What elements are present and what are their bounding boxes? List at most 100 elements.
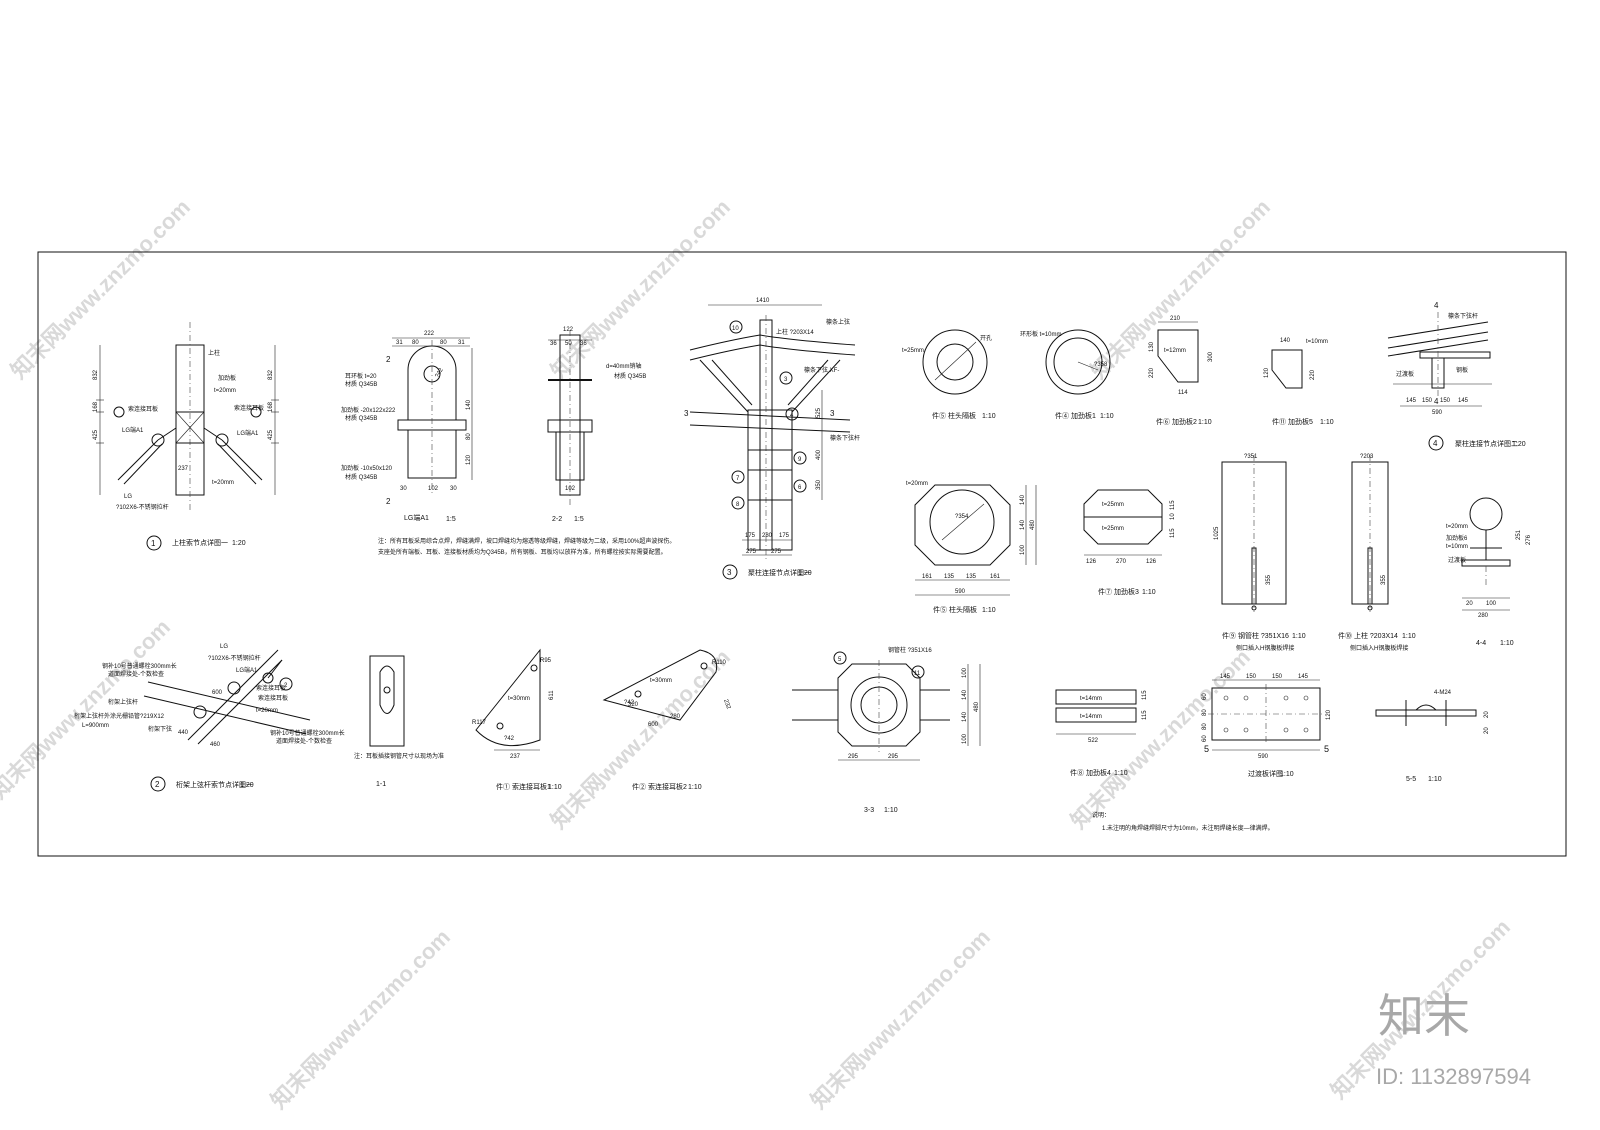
dim-label: 280	[670, 714, 681, 720]
detail-scale: 1:10	[1428, 776, 1442, 783]
note-text: 注：耳板插接钢管尺寸以现场为准	[354, 752, 444, 760]
dim-label: 135	[944, 574, 955, 580]
dim-label: 20	[1484, 711, 1490, 718]
callout: d=40mm销轴	[606, 362, 642, 370]
callout: 开孔	[980, 334, 992, 342]
section-5-5: 4-M24 20 20 5-5 1:10	[1375, 690, 1490, 783]
callout: t=14mm	[1080, 696, 1102, 702]
dim-label: 115	[1142, 710, 1148, 720]
dim-label: ?42	[435, 367, 446, 379]
dim-label: 120	[1264, 367, 1270, 378]
part-6-stiffener: 210 t=12mm 130 220 300 114 件⑥ 加劲板2 1:10	[1149, 316, 1214, 426]
svg-text:4: 4	[1434, 397, 1439, 406]
callout: 索连接耳板	[258, 694, 288, 702]
dim-label: 140	[1280, 338, 1291, 344]
dim-label: 145	[1298, 674, 1309, 680]
callout: 耳环板 t=20	[345, 372, 377, 380]
dim-label: 590	[1432, 410, 1443, 416]
marker-label: 10	[732, 326, 739, 332]
callout: 檩条下弦杆	[830, 434, 860, 442]
dim-label: 102	[565, 486, 576, 492]
dim-label: 280	[762, 533, 773, 539]
part-scale: 1:10	[982, 413, 996, 420]
brand-logo-text: 知末	[1378, 990, 1470, 1042]
part-scale: 1:10	[1114, 770, 1128, 777]
section-1-1: 注：耳板插接钢管尺寸以现场为准 1-1	[354, 655, 444, 788]
callout: 檩条下弦 XF-	[804, 366, 839, 374]
dim-label: 275	[771, 549, 782, 555]
watermark-text: 知末网www.znzmo.com	[546, 644, 735, 833]
dim-label: 80	[1202, 723, 1208, 730]
callout: 加劲板6	[1446, 534, 1468, 542]
dim-label: ?351	[1244, 454, 1258, 460]
dim-label: 20	[1484, 727, 1490, 734]
brand-watermark: 知末 ID: 1132897594	[1376, 990, 1531, 1089]
dim-label: 600	[648, 722, 659, 728]
dim-label: 140	[1020, 494, 1026, 505]
marker-label: 7	[736, 476, 740, 482]
dim-label: 590	[955, 589, 966, 595]
detail-scale: 1:20	[798, 570, 812, 577]
callout: LG	[124, 494, 132, 500]
callout: 过渡板	[1396, 370, 1414, 378]
dim-label: 36	[550, 341, 557, 347]
dim-label: 220	[1149, 367, 1155, 378]
part-scale: 1:10	[1100, 413, 1114, 420]
section-2-2: 122 36 50 36 102 d=40mm销轴 材质 Q345B 2-2 1…	[547, 327, 646, 523]
detail-title: 过渡板详图	[1248, 769, 1283, 778]
dim-label: 1025	[1214, 526, 1220, 540]
transition-plate-detail: 145 150 150 145 590 60 80 80 60 120 5 5 …	[1202, 674, 1332, 778]
part-7-stiffener: t=25mm t=25mm 126 270 126 115 10 115 件⑦ …	[1083, 489, 1176, 596]
callout: 材质 Q345B	[345, 414, 377, 422]
dim-label: 150	[1440, 398, 1451, 404]
dim-label: 135	[966, 574, 977, 580]
dim-label: 115	[1170, 500, 1176, 510]
dim-label: 270	[1116, 559, 1127, 565]
section-4-4: t=20mm 加劲板6 t=10mm 过渡板 251 276 20 100 28…	[1446, 497, 1532, 647]
dim-label: 425	[268, 429, 274, 440]
drawing-frame	[37, 251, 1567, 857]
dim-label: 36	[580, 341, 587, 347]
part-title: 件④ 加劲板1	[1055, 411, 1096, 420]
detail-scale: 1:10	[1280, 771, 1294, 778]
part-title: 件② 索连接耳板2	[632, 782, 687, 791]
part-title: 件⑧ 加劲板4	[1070, 768, 1111, 777]
detail-lg-end-a1: 222 31 80 80 31 140 80 120 ?42 102 30 30…	[341, 331, 675, 556]
section-mark: 5	[1204, 744, 1209, 754]
detail-title: 桁架上弦杆索节点详图一	[176, 780, 253, 789]
dim-label: 20	[1466, 601, 1473, 607]
detail-title: 上柱索节点详图一	[172, 538, 228, 547]
callout: LG	[220, 644, 228, 650]
callout: t=25mm	[1102, 526, 1124, 532]
dim-label: 126	[1146, 559, 1157, 565]
callout: 加劲板 -20x122x222	[341, 406, 396, 414]
callout: ?358	[1094, 362, 1108, 368]
callout: t=30mm	[508, 696, 530, 702]
callout: t=10mm	[1306, 339, 1328, 345]
dim-label: 237	[510, 754, 521, 760]
dim-label: 140	[962, 711, 968, 722]
marker-label: 6	[798, 485, 802, 491]
callout: 索连接耳板	[234, 404, 264, 412]
dim-label: 400	[816, 449, 822, 460]
detail-title: 3-3	[864, 807, 874, 814]
dim-label: 150	[1272, 674, 1283, 680]
dim-label: 130	[1149, 341, 1155, 352]
dim-label: 320	[628, 702, 639, 708]
dim-label: 145	[1220, 674, 1231, 680]
dim-label: 168	[268, 401, 274, 412]
dim-label: 525	[816, 407, 822, 418]
part-title: 件⑨ 钢管柱 ?351X16	[1222, 631, 1289, 640]
dim-label: 100	[1486, 601, 1497, 607]
dim-label: 590	[1258, 754, 1269, 760]
marker-label: 3	[784, 377, 788, 383]
callout: R110	[712, 660, 727, 666]
dim-label: 832	[268, 369, 274, 380]
callout: 上柱	[208, 349, 220, 357]
dim-label: 140	[1020, 519, 1026, 530]
dim-label: 251	[1516, 529, 1522, 540]
part-scale: 1:10	[982, 607, 996, 614]
detail-scale: 1:10	[884, 807, 898, 814]
part-scale: 1:10	[1142, 589, 1156, 596]
callout: 钢补10号普通螺栓300mm长	[270, 729, 345, 737]
